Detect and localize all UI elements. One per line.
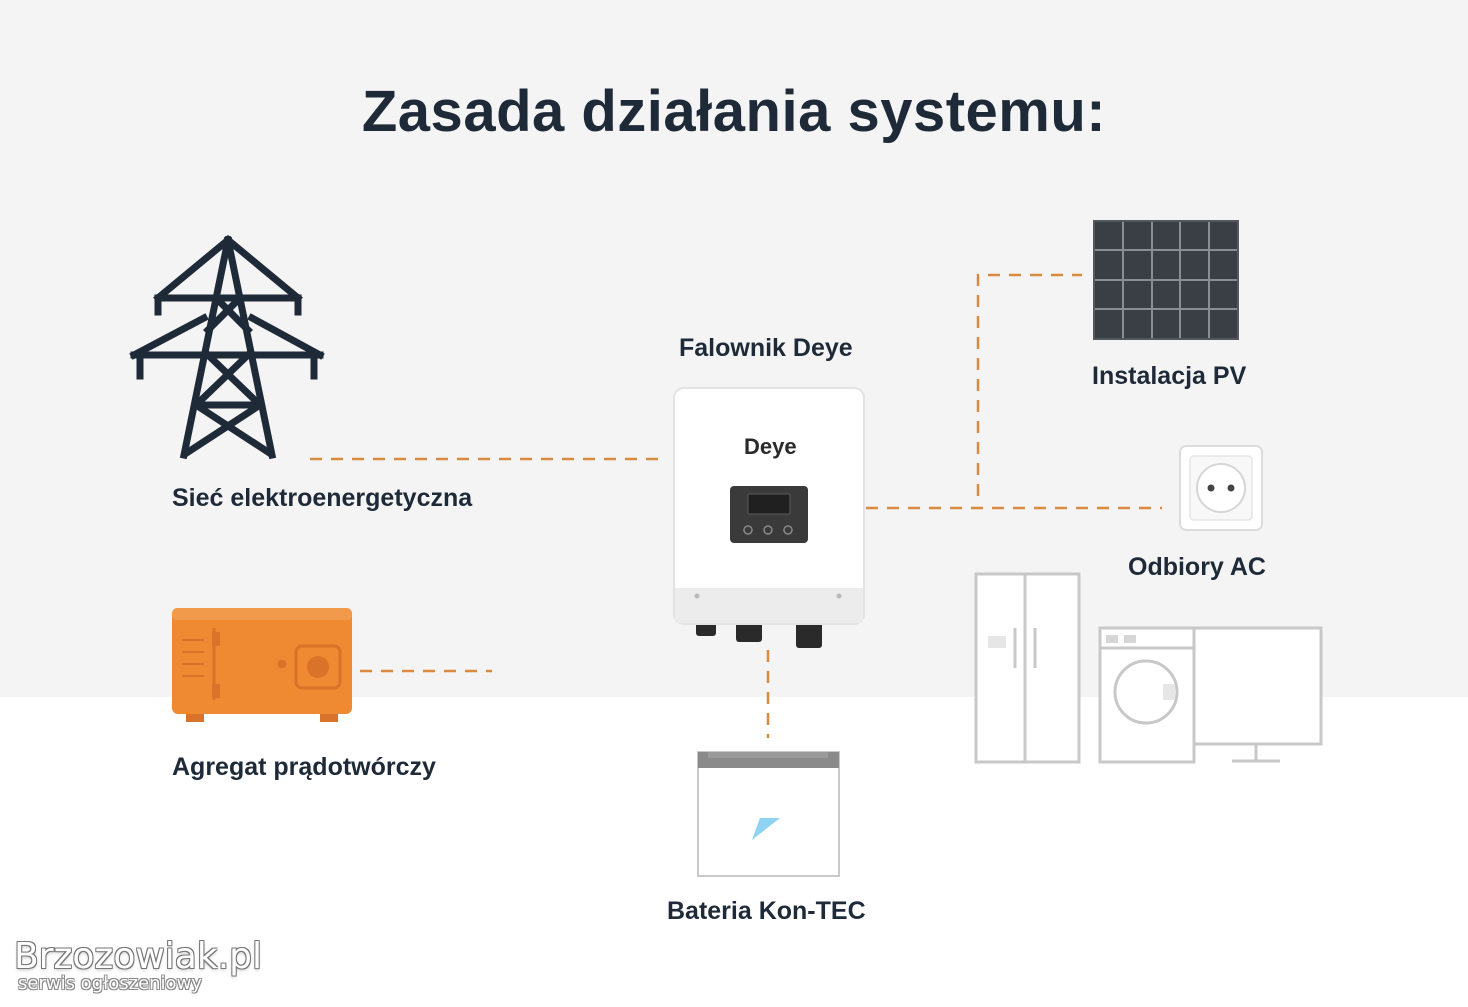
label-grid: Sieć elektroenergetyczna — [172, 484, 473, 512]
watermark-tagline: serwis ogłoszeniowy — [18, 973, 202, 994]
label-ac-loads: Odbiory AC — [1128, 553, 1266, 581]
connectors — [310, 273, 1162, 738]
connector-pv — [976, 273, 1082, 496]
watermark-name: Brzozowiak.pl — [14, 936, 262, 977]
battery-icon — [697, 751, 840, 877]
socket-icon — [1179, 445, 1263, 531]
label-battery: Bateria Kon-TEC — [667, 897, 866, 925]
fridge-icon — [974, 572, 1081, 764]
label-generator: Agregat prądotwórczy — [172, 753, 436, 781]
monitor-icon — [1192, 626, 1323, 763]
watermark: Brzozowiak.pl serwis ogłoszeniowy — [14, 936, 262, 994]
washing-machine-icon — [1098, 626, 1196, 764]
label-inverter: Falownik Deye — [679, 334, 853, 362]
page-title: Zasada działania systemu: — [361, 79, 1107, 144]
generator-icon — [172, 608, 352, 722]
solar-panel-icon — [1093, 220, 1239, 340]
power-tower-icon — [129, 235, 325, 460]
label-pv: Instalacja PV — [1092, 362, 1247, 390]
inverter-icon — [673, 387, 865, 648]
inverter-brand-logo: Deye — [744, 434, 797, 459]
